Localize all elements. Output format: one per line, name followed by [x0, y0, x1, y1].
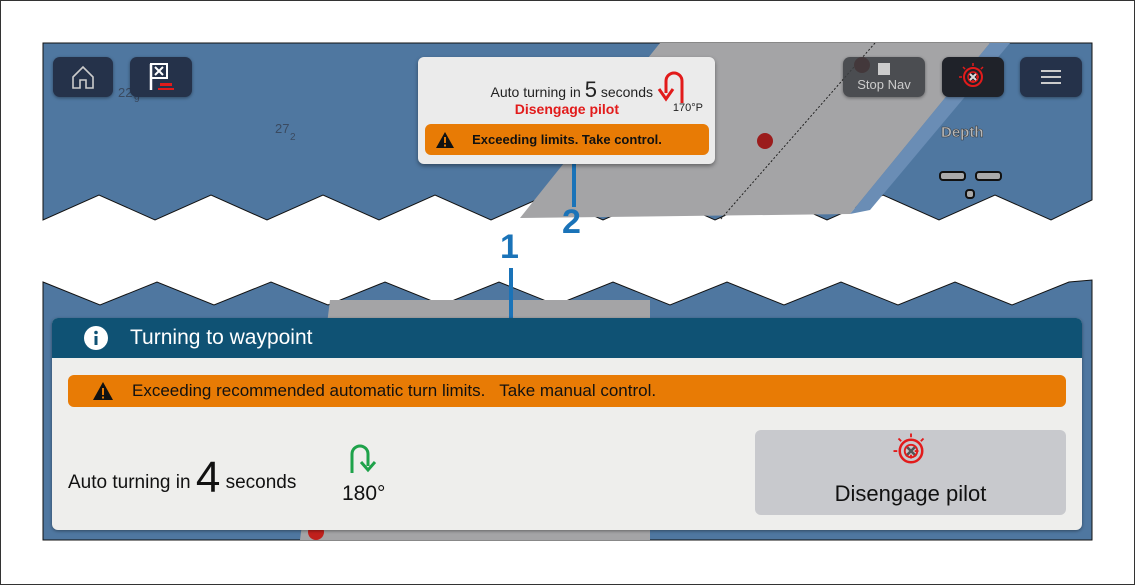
panel-warning-bar: Exceeding recommended automatic turn lim… — [68, 375, 1066, 407]
popup-warning-bar: Exceeding limits. Take control. — [425, 124, 709, 155]
pilot-disengage-icon — [959, 63, 987, 91]
home-button[interactable] — [53, 57, 113, 97]
depth-label: 9 — [134, 94, 140, 105]
waypoint-marker — [757, 133, 773, 149]
countdown-seconds: 5 — [584, 77, 597, 102]
waypoint-flag-icon — [149, 63, 174, 90]
callout-2-label: 2 — [562, 203, 581, 241]
depth-legend: Depth — [941, 124, 984, 141]
stop-nav-label: Stop Nav — [857, 76, 911, 92]
home-icon — [72, 65, 94, 89]
depth-marker — [965, 189, 975, 199]
popup-disengage-pilot-link[interactable]: Disengage pilot — [514, 101, 619, 117]
turning-panel: Turning to waypoint Exceeding recommende… — [52, 318, 1082, 530]
depth-label: 27 — [275, 121, 289, 136]
menu-button[interactable] — [1020, 57, 1082, 97]
turn-popup: Auto turning in 5 seconds Disengage pilo… — [418, 57, 715, 164]
panel-header: Turning to waypoint — [52, 318, 1082, 358]
popup-warning-text: Exceeding limits. Take control. — [472, 132, 662, 147]
disengage-pilot-label: Disengage pilot — [834, 481, 987, 506]
popup-auto-turn-text: Auto turning in 5 seconds — [491, 77, 653, 103]
auto-prefix: Auto turning in — [68, 472, 191, 493]
auto-prefix: Auto turning in — [490, 84, 581, 100]
depth-label: 2 — [290, 132, 296, 143]
disengage-pilot-button[interactable]: Disengage pilot — [755, 430, 1066, 515]
info-icon — [84, 326, 108, 350]
depth-label: 22 — [118, 85, 132, 100]
popup-turn-angle: 170°P — [672, 102, 703, 114]
route-line — [719, 42, 876, 221]
pilot-button[interactable] — [942, 57, 1004, 97]
auto-suffix: seconds — [600, 84, 653, 100]
panel-turn-angle: 180° — [342, 482, 386, 505]
panel-warning-text: Exceeding recommended automatic turn lim… — [132, 381, 657, 400]
countdown-seconds: 4 — [195, 453, 221, 502]
pilot-disengage-icon — [893, 433, 928, 469]
depth-marker — [939, 171, 966, 181]
panel-title: Turning to waypoint — [130, 326, 313, 349]
u-turn-port-icon — [657, 71, 684, 103]
u-turn-starboard-icon — [350, 444, 377, 473]
waypoint-button[interactable] — [130, 57, 192, 97]
warning-icon — [93, 382, 113, 400]
warning-icon — [436, 132, 454, 148]
depth-marker — [975, 171, 1002, 181]
stop-nav-button[interactable]: Stop Nav — [843, 57, 925, 97]
panel-auto-turn-text: Auto turning in 4 seconds — [68, 453, 296, 503]
auto-suffix: seconds — [225, 472, 297, 493]
stop-icon — [878, 62, 890, 75]
menu-icon — [1041, 70, 1061, 84]
callout-1-label: 1 — [500, 228, 519, 266]
